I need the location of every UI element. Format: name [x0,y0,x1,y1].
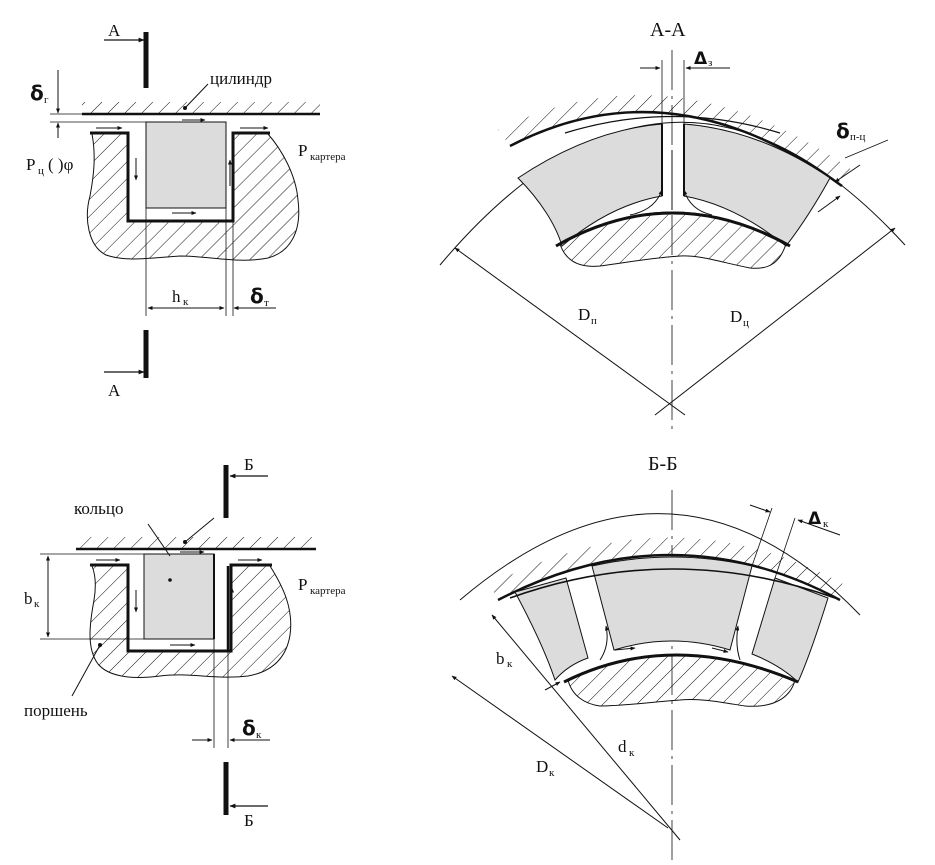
label-cylinder: цилиндр [210,69,272,88]
svg-text:к: к [507,658,513,670]
piston-land-b-b [567,654,796,707]
ring-segment-left [517,123,663,247]
title-b-b: Б-Б [648,453,678,475]
dim-Delta-k: Δ [808,509,822,529]
dim-b-k-section: b [496,649,505,668]
ring-segment-b-center [591,556,753,651]
svg-text:з: з [708,57,712,69]
label-p-crank-bottom: P [298,575,307,594]
svg-text:к: к [256,729,262,741]
svg-text:к: к [823,518,829,530]
view-section-a-a: А-А Δ з δ п-ц [439,19,906,430]
svg-text:ц: ц [743,317,749,329]
svg-text:к: к [183,296,189,308]
label-p-cylinder: P [26,155,35,174]
svg-text:картера: картера [310,151,346,163]
svg-text:ц: ц [38,165,44,177]
section-label-b-bottom: Б [244,811,254,830]
dim-D-p: D [578,305,590,324]
ring-segment-right [683,123,831,247]
dim-D-k: D [536,757,548,776]
piston-body [86,133,300,261]
svg-text:г: г [44,94,49,106]
svg-text:картера: картера [310,585,346,597]
cylinder-wall-hatch [82,102,320,114]
piston-body-lower [89,565,292,678]
ring-segment-b-left [514,577,589,681]
piston-ring [145,121,227,209]
dim-D-c: D [730,307,742,326]
dim-h-k: h [172,287,181,306]
view-section-b-b: Б-Б Δ к b к d к D к [451,453,861,860]
ring-segment-b-right [751,577,829,683]
svg-text:к: к [549,767,555,779]
svg-text:т: т [264,297,269,309]
section-label-a-bottom: А [108,381,121,400]
label-piston: поршень [24,701,88,720]
label-ring: кольцо [74,499,124,518]
title-a-a: А-А [650,19,686,41]
view-bottom-left: Б Б кольцо поршень P картера [24,455,346,830]
svg-text:п: п [591,315,597,327]
svg-text:к: к [629,747,635,759]
dim-b-k: b [24,589,33,608]
section-label-a-top: А [108,21,121,40]
dim-delta-t: δ [250,284,264,308]
dim-delta-pc: δ [836,119,850,143]
label-p-crank-top: P [298,141,307,160]
dim-d-k: d [618,737,627,756]
dim-delta-k: δ [242,716,256,740]
dim-delta-g: δ [30,81,44,105]
piston-ring-lower [143,553,215,640]
section-label-b-top: Б [244,455,254,474]
svg-text:к: к [34,598,40,610]
view-top-left: А А цилиндр δ г P ц ( )φ [26,21,346,400]
dim-delta-z: Δ [694,49,708,69]
svg-text:( )φ: ( )φ [48,155,74,174]
svg-text:п-ц: п-ц [850,131,866,143]
